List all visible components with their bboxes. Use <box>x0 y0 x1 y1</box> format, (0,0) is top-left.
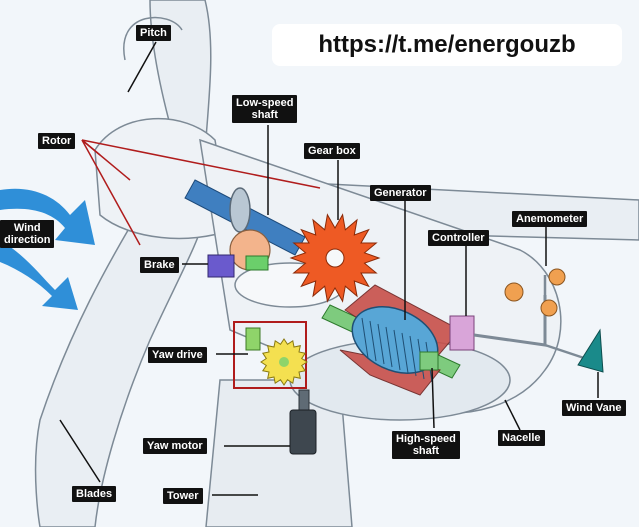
label-blades: Blades <box>72 486 117 502</box>
pointer-blades <box>59 419 101 483</box>
anemometer <box>504 268 566 345</box>
yaw-motor-body <box>289 409 317 455</box>
brake-coupling <box>245 255 269 271</box>
brake-caliper <box>207 254 235 278</box>
generator-rotor-end <box>419 351 439 371</box>
label-brake: Brake <box>140 257 179 273</box>
watermark-url: https://t.me/energouzb <box>272 24 622 66</box>
leader-lines <box>81 139 321 246</box>
coil-winding <box>369 320 377 362</box>
label-controller: Controller <box>428 230 489 246</box>
label-low-speed-shaft-line2: shaft <box>251 109 278 121</box>
label-high-speed-shaft: High-speed shaft <box>392 431 460 459</box>
label-rotor: Rotor <box>38 133 76 149</box>
label-low-speed-shaft-line1: Low-speed <box>236 97 294 109</box>
coil-winding <box>361 317 369 359</box>
yaw-gear-hub <box>279 357 289 367</box>
label-wind-direction-line2: direction <box>4 234 51 246</box>
wind-vane <box>544 328 604 373</box>
wind-arrow-bottom <box>0 240 78 310</box>
coil-winding <box>385 326 393 368</box>
label-wind-vane: Wind Vane <box>562 400 626 416</box>
wind-arrow-top <box>0 188 95 245</box>
label-yaw-motor: Yaw motor <box>143 438 207 454</box>
coil-winding <box>377 323 385 365</box>
pointer-lines <box>59 41 599 496</box>
yaw-drive <box>233 321 308 389</box>
yaw-motor <box>289 389 317 455</box>
coil-winding <box>393 329 401 371</box>
leader-rotor-1 <box>81 139 321 189</box>
label-high-speed-shaft-line1: High-speed <box>396 433 456 445</box>
gear-hub <box>325 248 345 268</box>
brake <box>207 229 271 278</box>
wind-vane-fin <box>577 328 604 373</box>
anemometer-cup-bottom <box>540 299 558 317</box>
yaw-drive-frame <box>233 321 307 389</box>
label-low-speed-shaft: Low-speed shaft <box>232 95 298 123</box>
yaw-pinion <box>245 327 261 351</box>
label-pitch: Pitch <box>136 25 171 41</box>
coil-winding <box>401 332 409 374</box>
label-tower: Tower <box>163 488 203 504</box>
leader-rotor-4 <box>81 139 101 156</box>
generator-coil-windings <box>361 317 433 383</box>
wind-direction-arrows <box>0 188 95 310</box>
label-high-speed-shaft-line2: shaft <box>412 445 440 457</box>
label-yaw-drive: Yaw drive <box>148 347 207 363</box>
anemometer-cup-left <box>504 282 524 302</box>
pointer-nacelle <box>504 399 521 431</box>
pointer-high-speed-shaft <box>431 367 435 429</box>
label-nacelle: Nacelle <box>498 430 545 446</box>
coil-winding <box>409 335 417 377</box>
label-generator: Generator <box>370 185 431 201</box>
upper-blade-edge <box>123 16 183 61</box>
leader-rotor-3 <box>81 139 141 246</box>
label-wind-direction: Wind direction <box>0 220 55 248</box>
shaft-flange <box>229 187 251 233</box>
yaw-gear <box>260 338 308 386</box>
pointer-pitch <box>127 41 157 93</box>
controller-box <box>449 315 475 351</box>
label-anemometer: Anemometer <box>512 211 588 227</box>
anemometer-cup-top <box>548 268 566 286</box>
label-gear-box: Gear box <box>304 143 360 159</box>
label-wind-direction-line1: Wind <box>13 222 41 234</box>
gear-box <box>289 213 381 303</box>
generator <box>339 284 461 396</box>
yaw-motor-shaft <box>298 389 310 413</box>
